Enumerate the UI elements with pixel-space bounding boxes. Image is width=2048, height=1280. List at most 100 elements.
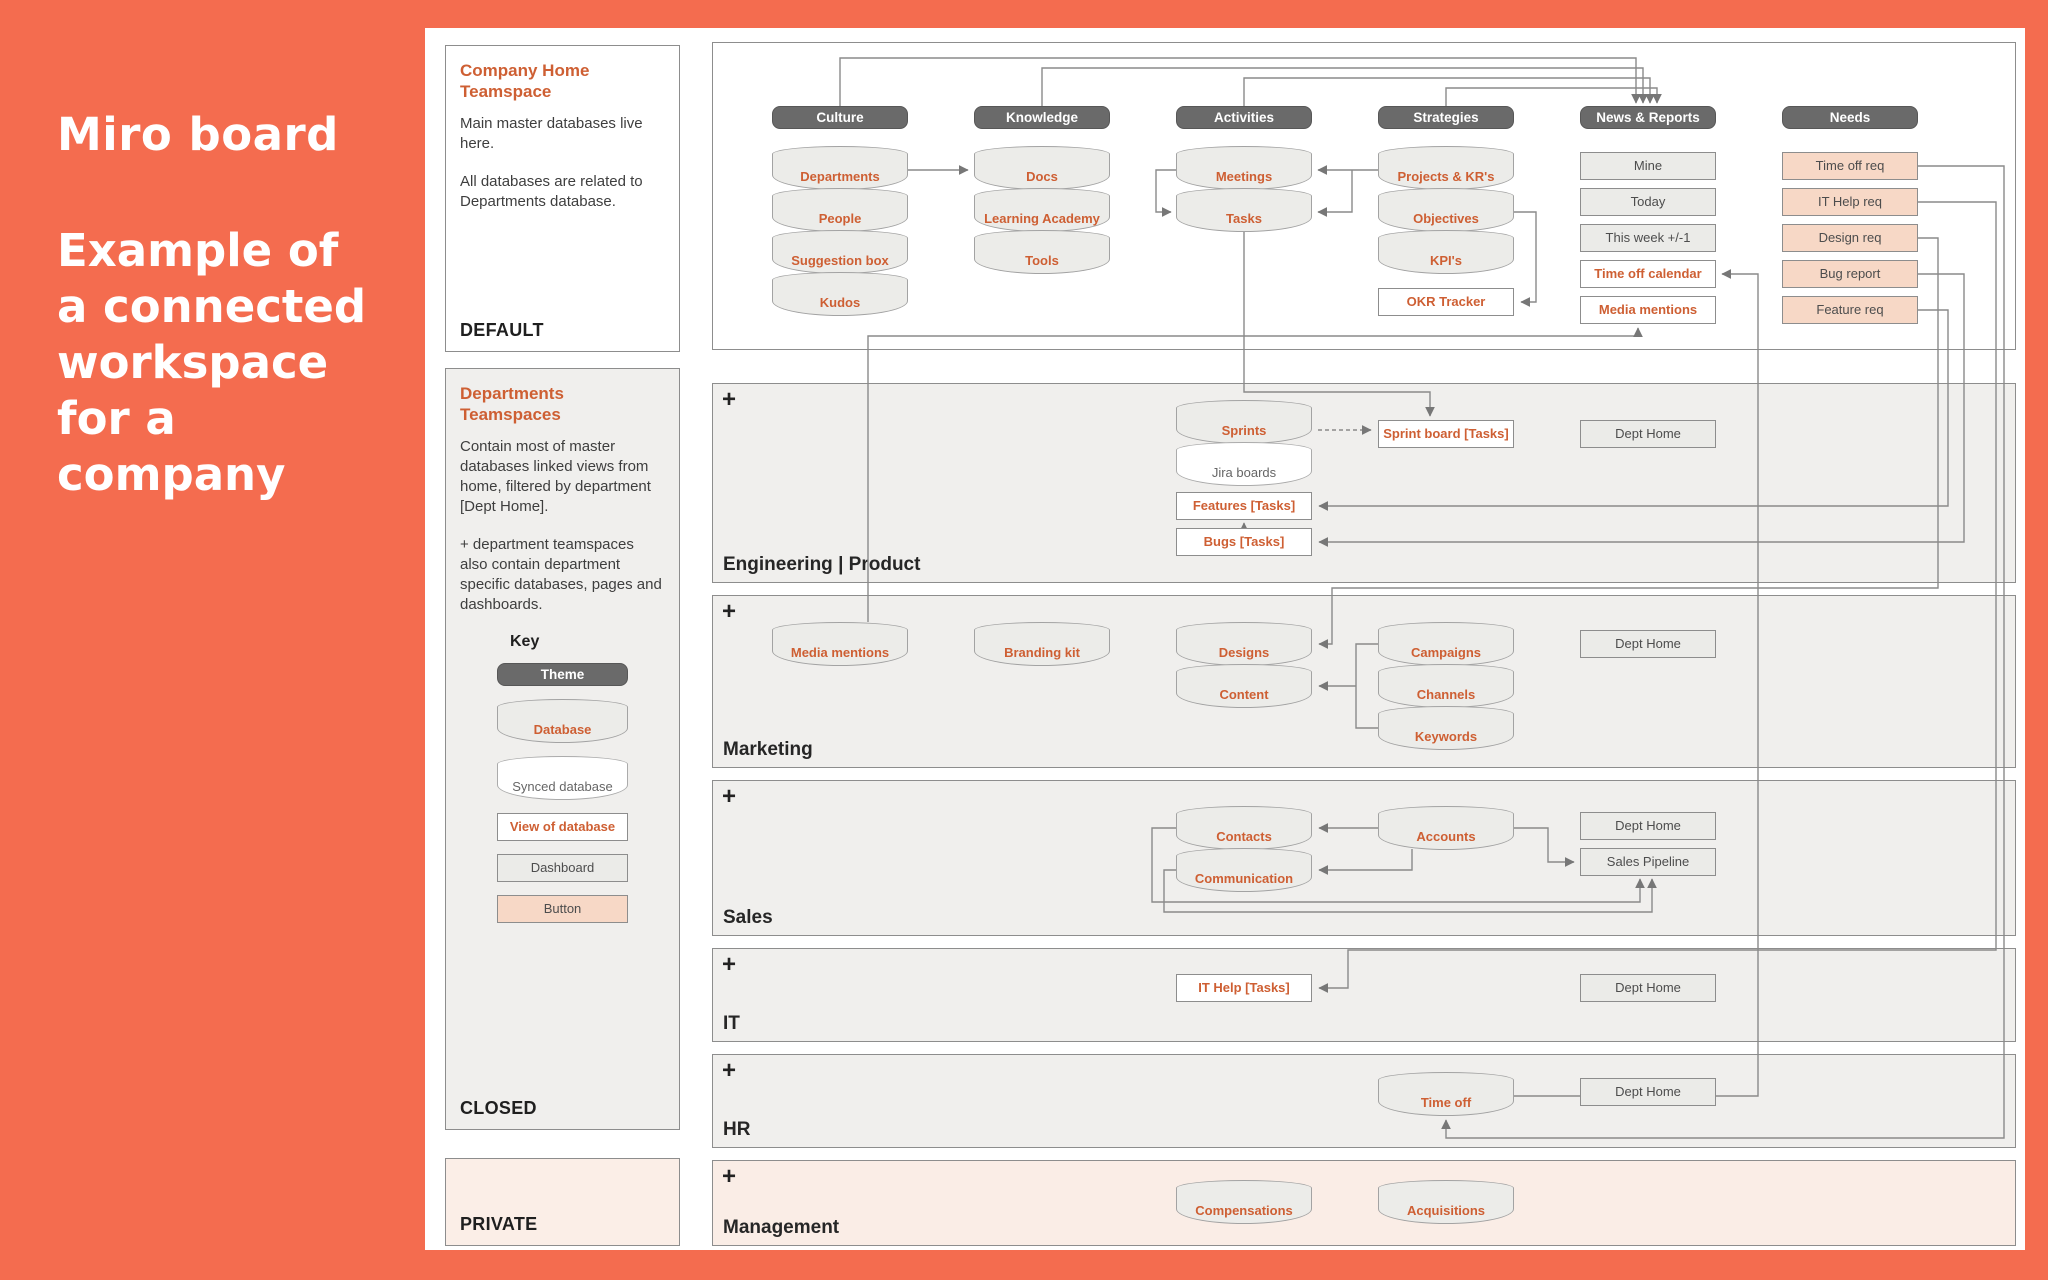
node-it-help-req[interactable]: IT Help req bbox=[1782, 188, 1918, 216]
node-objectives[interactable]: Objectives bbox=[1378, 188, 1514, 232]
node-projects-krs[interactable]: Projects & KR's bbox=[1378, 146, 1514, 190]
node-tasks[interactable]: Tasks bbox=[1176, 188, 1312, 232]
node-compensations[interactable]: Compensations bbox=[1176, 1180, 1312, 1224]
section-management[interactable]: +Management bbox=[712, 1160, 2016, 1246]
node-campaigns[interactable]: Campaigns bbox=[1378, 622, 1514, 666]
node-time-off-label: Time off bbox=[1420, 1095, 1472, 1110]
subtitle-line: Example of bbox=[57, 224, 339, 277]
node-projects-krs-label: Projects & KR's bbox=[1397, 169, 1495, 184]
cylinder-body bbox=[497, 707, 628, 743]
node-knowledge[interactable]: Knowledge bbox=[974, 106, 1110, 129]
node-today-label: Today bbox=[1630, 194, 1666, 209]
node-time-off[interactable]: Time off bbox=[1378, 1072, 1514, 1116]
node-departments[interactable]: Departments bbox=[772, 146, 908, 190]
node-media-mentions-view[interactable]: Media mentions bbox=[1580, 296, 1716, 324]
subtitle-line: a connected bbox=[57, 280, 367, 333]
expand-plus-icon[interactable]: + bbox=[722, 1163, 737, 1190]
departments-teamspaces-card[interactable]: Departments Teamspaces Contain most of m… bbox=[445, 368, 680, 1130]
node-tools[interactable]: Tools bbox=[974, 230, 1110, 274]
node-learning-academy[interactable]: Learning Academy bbox=[974, 188, 1110, 232]
node-mkt-media-mentions[interactable]: Media mentions bbox=[772, 622, 908, 666]
expand-plus-icon[interactable]: + bbox=[722, 951, 737, 978]
node-needs[interactable]: Needs bbox=[1782, 106, 1918, 129]
node-docs[interactable]: Docs bbox=[974, 146, 1110, 190]
node-features-tasks[interactable]: Features [Tasks] bbox=[1176, 492, 1312, 520]
node-keywords[interactable]: Keywords bbox=[1378, 706, 1514, 750]
node-today[interactable]: Today bbox=[1580, 188, 1716, 216]
expand-plus-icon[interactable]: + bbox=[722, 783, 737, 810]
node-acquisitions[interactable]: Acquisitions bbox=[1378, 1180, 1514, 1224]
expand-plus-icon[interactable]: + bbox=[722, 598, 737, 625]
private-label: PRIVATE bbox=[460, 1214, 538, 1234]
node-hr-dept-home[interactable]: Dept Home bbox=[1580, 1078, 1716, 1106]
node-bug-report[interactable]: Bug report bbox=[1782, 260, 1918, 288]
node-mine[interactable]: Mine bbox=[1580, 152, 1716, 180]
company-home-teamspace-card[interactable]: Company Home Teamspace Main master datab… bbox=[445, 45, 680, 352]
node-strategies[interactable]: Strategies bbox=[1378, 106, 1514, 129]
key-item-theme[interactable]: Theme bbox=[497, 663, 628, 686]
node-it-help-req-label: IT Help req bbox=[1817, 194, 1883, 209]
key-item-button[interactable]: Button bbox=[497, 895, 628, 923]
node-mkt-dept-home[interactable]: Dept Home bbox=[1580, 630, 1716, 658]
node-accounts-label: Accounts bbox=[1416, 829, 1476, 844]
node-accounts[interactable]: Accounts bbox=[1378, 806, 1514, 850]
node-branding-kit[interactable]: Branding kit bbox=[974, 622, 1110, 666]
node-suggestion-box[interactable]: Suggestion box bbox=[772, 230, 908, 274]
node-tasks-label: Tasks bbox=[1226, 211, 1262, 226]
node-sprint-board-tasks[interactable]: Sprint board [Tasks] bbox=[1378, 420, 1514, 448]
node-this-week[interactable]: This week +/-1 bbox=[1580, 224, 1716, 252]
cylinder-body bbox=[772, 630, 908, 666]
node-kpis[interactable]: KPI's bbox=[1378, 230, 1514, 274]
key-item-view[interactable]: View of database bbox=[497, 813, 628, 841]
node-kudos-label: Kudos bbox=[819, 295, 861, 310]
node-designs[interactable]: Designs bbox=[1176, 622, 1312, 666]
node-it-dept-home[interactable]: Dept Home bbox=[1580, 974, 1716, 1002]
node-news-reports[interactable]: News & Reports bbox=[1580, 106, 1716, 129]
node-channels[interactable]: Channels bbox=[1378, 664, 1514, 708]
node-objectives-label: Objectives bbox=[1413, 211, 1479, 226]
node-docs-label: Docs bbox=[1026, 169, 1058, 184]
expand-plus-icon[interactable]: + bbox=[722, 386, 737, 413]
key-item-db[interactable]: Database bbox=[497, 699, 628, 743]
page-title: Miro board bbox=[57, 108, 339, 161]
node-activities[interactable]: Activities bbox=[1176, 106, 1312, 129]
node-eng-dept-home[interactable]: Dept Home bbox=[1580, 420, 1716, 448]
node-design-req[interactable]: Design req bbox=[1782, 224, 1918, 252]
node-people-label: People bbox=[818, 211, 862, 226]
node-people[interactable]: People bbox=[772, 188, 908, 232]
node-bugs-tasks[interactable]: Bugs [Tasks] bbox=[1176, 528, 1312, 556]
node-meetings[interactable]: Meetings bbox=[1176, 146, 1312, 190]
expand-plus-icon[interactable]: + bbox=[722, 1057, 737, 1084]
intro-text-block: Miro board Example of a connected worksp… bbox=[57, 108, 407, 503]
node-contacts[interactable]: Contacts bbox=[1176, 806, 1312, 850]
node-time-off-req[interactable]: Time off req bbox=[1782, 152, 1918, 180]
private-teamspace-card[interactable]: PRIVATE bbox=[445, 1158, 680, 1246]
node-communication[interactable]: Communication bbox=[1176, 848, 1312, 892]
node-okr-tracker[interactable]: OKR Tracker bbox=[1378, 288, 1514, 316]
node-features-tasks-label: Features [Tasks] bbox=[1192, 498, 1296, 513]
node-it-help-tasks[interactable]: IT Help [Tasks] bbox=[1176, 974, 1312, 1002]
key-item-dashboard[interactable]: Dashboard bbox=[497, 854, 628, 882]
node-jira-boards[interactable]: Jira boards bbox=[1176, 442, 1312, 486]
node-culture[interactable]: Culture bbox=[772, 106, 908, 129]
cylinder-body bbox=[1176, 1188, 1312, 1224]
node-news-reports-label: News & Reports bbox=[1596, 110, 1700, 125]
node-content-label: Content bbox=[1219, 687, 1269, 702]
node-sales-dept-home[interactable]: Dept Home bbox=[1580, 812, 1716, 840]
node-design-req-label: Design req bbox=[1818, 230, 1882, 245]
company-home-paragraph: All databases are related to Departments… bbox=[460, 173, 643, 210]
node-sprints[interactable]: Sprints bbox=[1176, 400, 1312, 444]
key-item-db-synced[interactable]: Synced database bbox=[497, 756, 628, 800]
node-time-off-calendar[interactable]: Time off calendar bbox=[1580, 260, 1716, 288]
node-feature-req[interactable]: Feature req bbox=[1782, 296, 1918, 324]
key-item-dashboard-label: Dashboard bbox=[530, 860, 595, 875]
node-mkt-media-mentions-label: Media mentions bbox=[790, 645, 890, 660]
node-kudos[interactable]: Kudos bbox=[772, 272, 908, 316]
node-sales-pipeline[interactable]: Sales Pipeline bbox=[1580, 848, 1716, 876]
node-feature-req-label: Feature req bbox=[1816, 302, 1884, 317]
node-content[interactable]: Content bbox=[1176, 664, 1312, 708]
node-sprint-board-tasks-label: Sprint board [Tasks] bbox=[1383, 426, 1509, 441]
section-label-marketing: Marketing bbox=[723, 739, 813, 760]
node-okr-tracker-label: OKR Tracker bbox=[1406, 294, 1486, 309]
